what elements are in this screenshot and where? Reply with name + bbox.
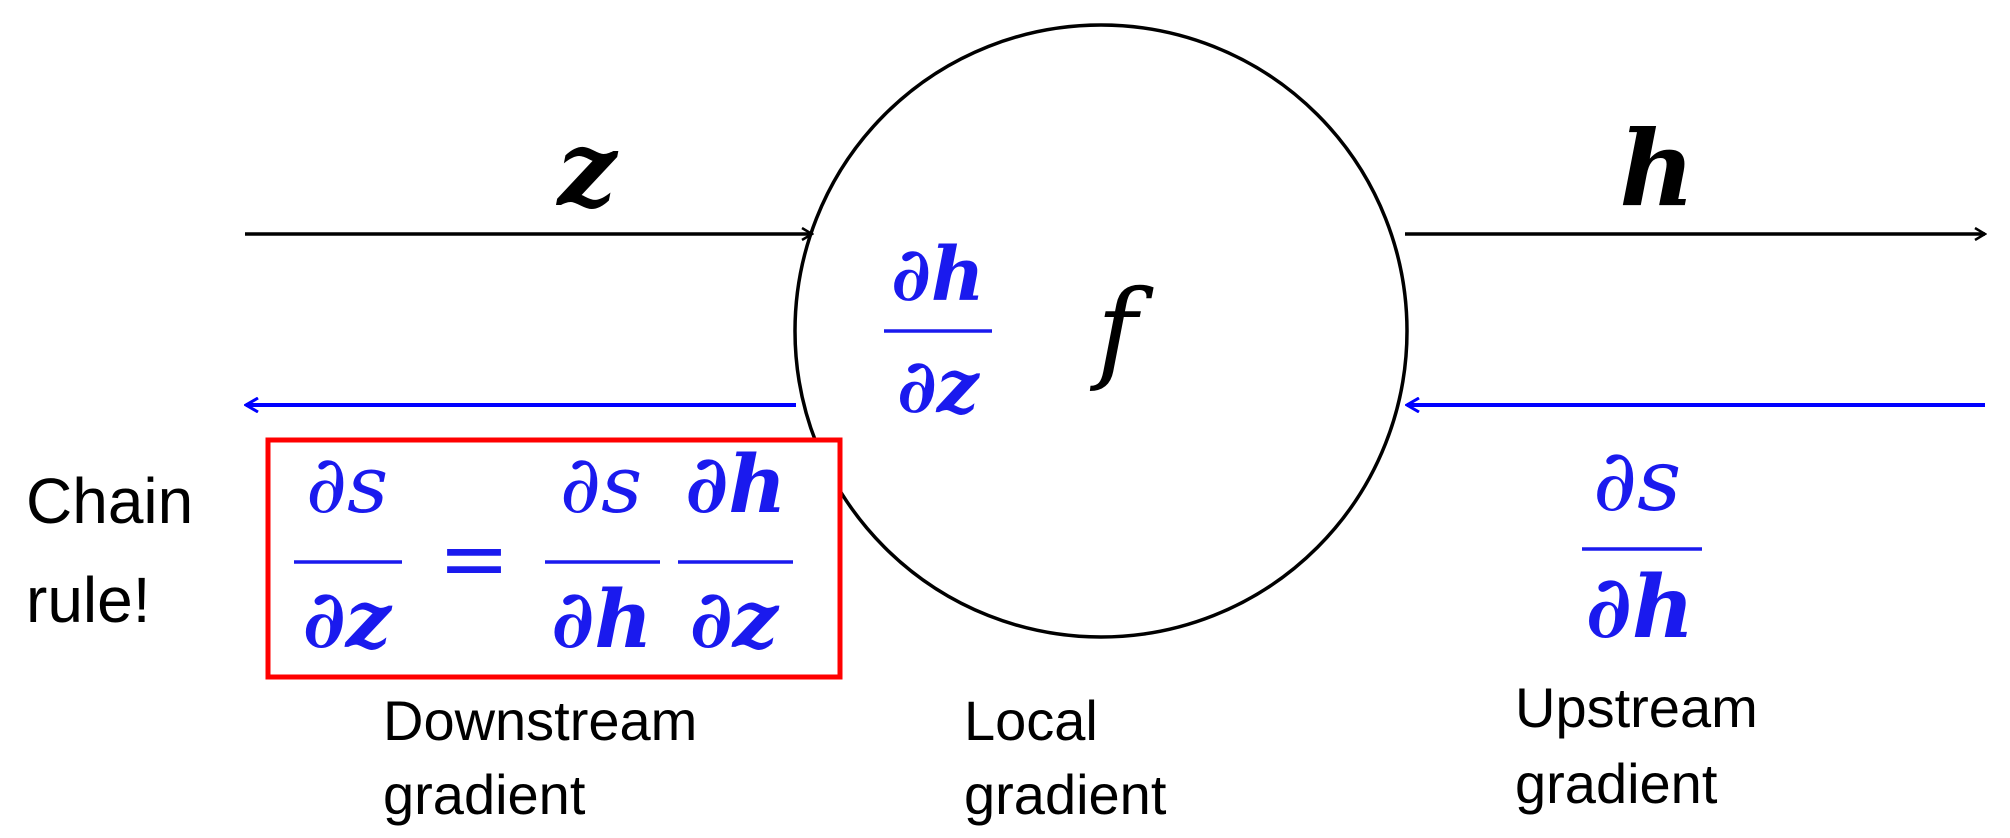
- downstream-caption-line2: gradient: [383, 763, 586, 826]
- chain-rule-rhs2-numerator: ∂h: [686, 437, 787, 531]
- chain-rule-label-line1: Chain: [26, 465, 193, 537]
- upstream-gradient-denominator: ∂h: [1586, 557, 1694, 658]
- chain-rule-rhs2-denominator: ∂z: [690, 572, 780, 666]
- upstream-caption-line2: gradient: [1515, 752, 1718, 815]
- local-caption-line2: gradient: [964, 763, 1167, 826]
- downstream-caption-line1: Downstream: [383, 689, 697, 752]
- local-gradient-numerator: ∂h: [891, 232, 984, 318]
- function-node: [793, 23, 1409, 639]
- chain-rule-rhs1-numerator: ∂s: [560, 438, 642, 531]
- function-name-f: f: [1090, 266, 1154, 394]
- input-variable-z: z: [555, 107, 618, 230]
- chain-rule-highlight-box: [265, 437, 843, 680]
- chain-rule-equals-sign: =: [438, 509, 510, 609]
- chain-rule-lhs-denominator: ∂z: [303, 572, 393, 666]
- upstream-gradient-numerator: ∂s: [1593, 431, 1682, 531]
- chain-rule-lhs-numerator: ∂s: [306, 438, 388, 531]
- local-caption-line1: Local: [964, 689, 1098, 752]
- local-gradient-fraction: ∂h ∂z: [884, 232, 992, 430]
- upstream-gradient-fraction: ∂s ∂h: [1582, 431, 1702, 658]
- output-variable-h: h: [1619, 107, 1695, 230]
- chain-rule-label-line2: rule!: [26, 564, 151, 636]
- upstream-caption-line1: Upstream: [1515, 676, 1758, 739]
- chain-rule-rhs1-denominator: ∂h: [552, 572, 653, 666]
- local-gradient-denominator: ∂z: [897, 344, 981, 430]
- chain-rule-equation: ∂s ∂z = ∂s ∂h ∂h ∂z: [294, 437, 793, 666]
